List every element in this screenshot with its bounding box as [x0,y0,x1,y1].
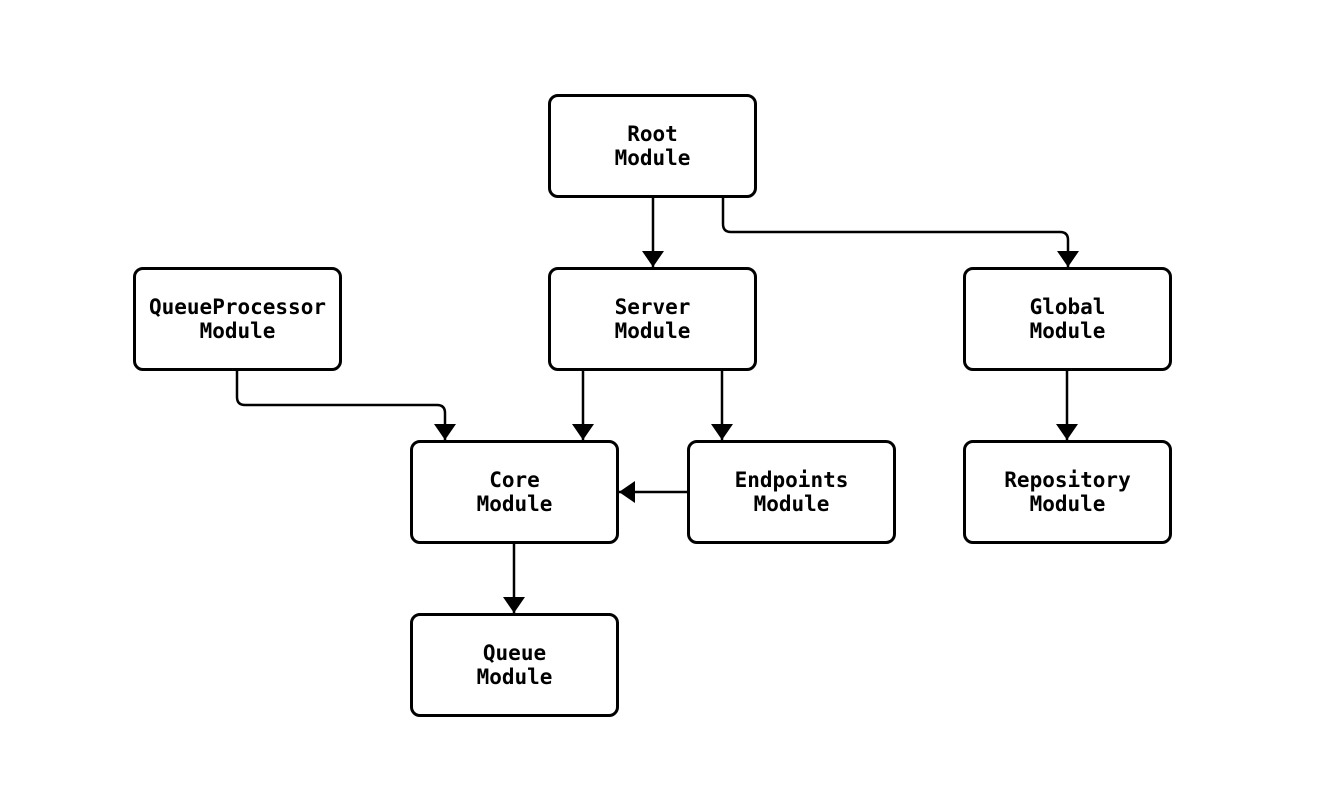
node-label-line: Module [753,492,830,516]
node-label-line: Module [614,319,691,343]
node-label-line: Module [614,146,691,170]
node-label-line: QueueProcessor [148,295,326,319]
node-label-line: Repository [1004,468,1131,492]
node-label-line: Module [476,665,553,689]
node-label-line: Module [1029,492,1106,516]
node-label-line: Module [1029,319,1106,343]
node-label-line: Root [627,122,678,146]
node-label-line: Endpoints [734,468,849,492]
edge-root-to-global [721,198,1079,267]
node-label-line: Queue [482,641,547,665]
node-label-line: Server [614,295,691,319]
edge-queueprocessor-to-core [235,371,456,440]
node-label-line: Module [199,319,276,343]
node-label-line: Core [489,468,540,492]
node-label-line: Module [476,492,553,516]
node-label-line: Global [1029,295,1106,319]
